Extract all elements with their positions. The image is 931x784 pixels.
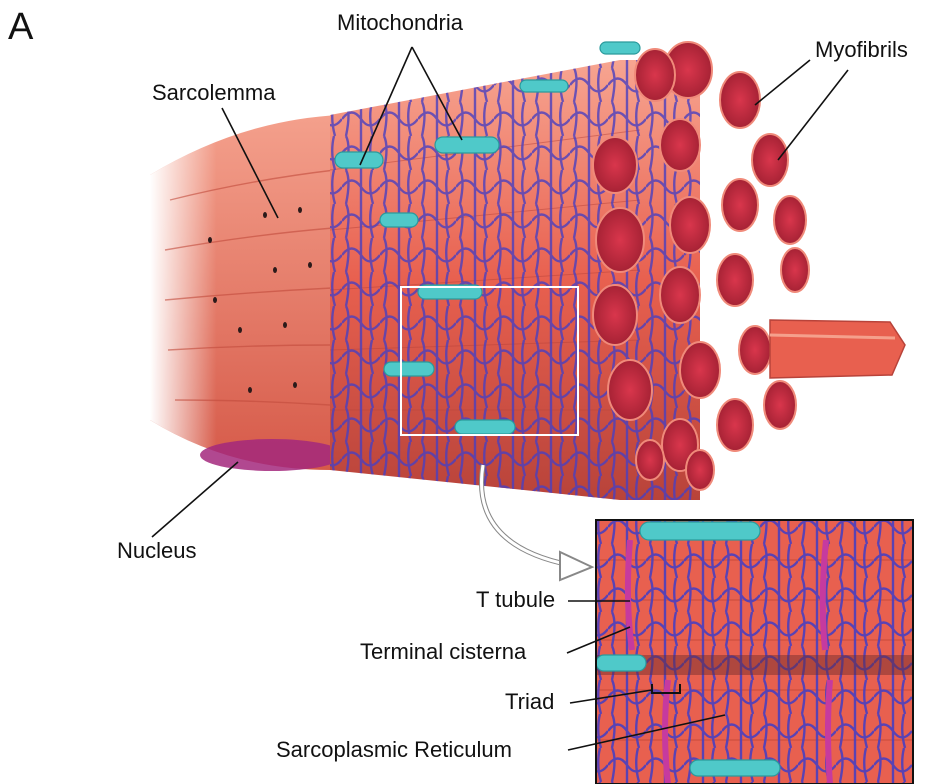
label-myofibrils: Myofibrils (815, 37, 908, 63)
inset-panel (596, 520, 913, 784)
label-t-tubule: T tubule (476, 587, 555, 613)
label-sarcoplasmic-reticulum: Sarcoplasmic Reticulum (276, 737, 512, 763)
label-terminal-cisterna: Terminal cisterna (360, 639, 526, 665)
sarcolemma-body (150, 115, 340, 470)
label-triad: Triad (505, 689, 554, 715)
label-mitochondria: Mitochondria (337, 10, 463, 36)
nucleus-shape (200, 439, 344, 471)
label-sarcolemma: Sarcolemma (152, 80, 275, 106)
label-nucleus: Nucleus (117, 538, 196, 564)
protruding-myofibril (770, 320, 905, 378)
